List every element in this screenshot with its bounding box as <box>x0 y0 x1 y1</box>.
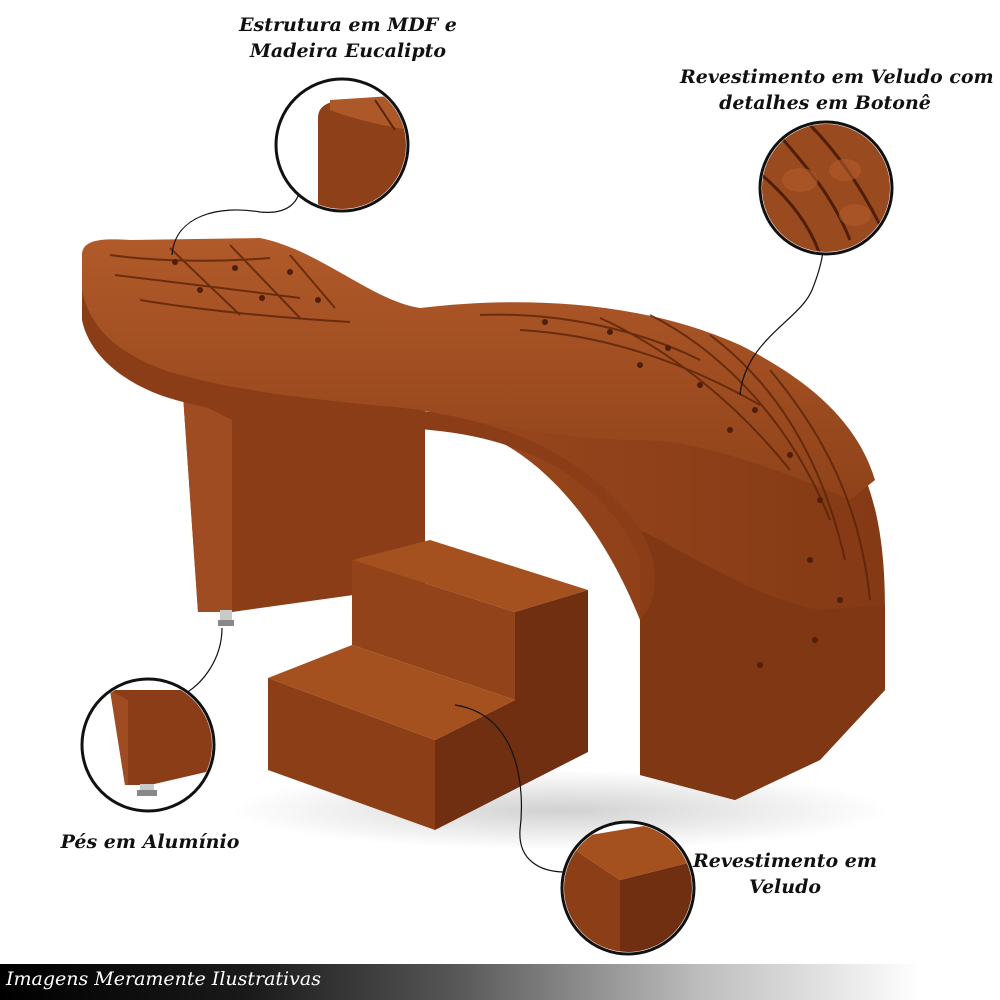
callout-tufted-label: Revestimento em Veludo com detalhes em B… <box>680 64 994 116</box>
callout-tufted-circle <box>758 120 894 256</box>
callout-feet-label: Pés em Alumínio <box>40 829 260 855</box>
callout-tufted-line2: detalhes em Botonê <box>719 92 931 114</box>
callout-structure-label: Estrutura em MDF e Madeira Eucalipto <box>218 12 478 64</box>
callout-structure-circle <box>274 77 410 213</box>
callout-velvet-line1: Revestimento em <box>693 850 877 872</box>
callout-structure-line2: Madeira Eucalipto <box>249 40 447 62</box>
disclaimer-bar: Imagens Meramente Ilustrativas <box>0 964 1000 1000</box>
step-stool <box>268 540 588 830</box>
callout-tufted-line1: Revestimento em Veludo com <box>680 66 994 88</box>
callout-feet-line1: Pés em Alumínio <box>60 831 240 853</box>
disclaimer-text: Imagens Meramente Ilustrativas <box>6 968 321 990</box>
callout-feet-circle <box>80 677 216 813</box>
callout-leaders <box>171 184 824 873</box>
callout-velvet-label: Revestimento em Veludo <box>680 848 890 900</box>
callout-structure-line1: Estrutura em MDF e <box>239 14 457 36</box>
callout-velvet-line2: Veludo <box>748 876 822 898</box>
